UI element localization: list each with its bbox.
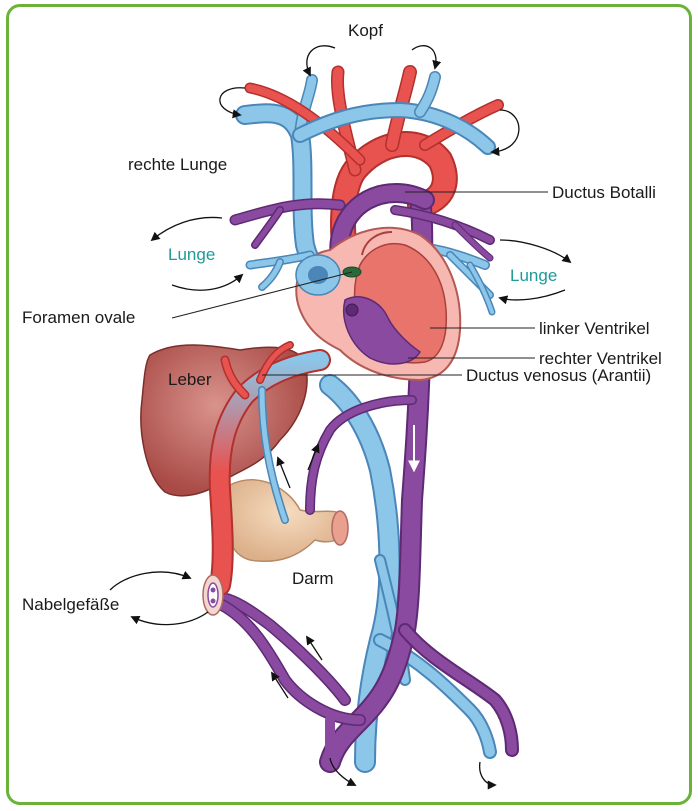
label-ductus-venosus: Ductus venosus (Arantii): [466, 367, 651, 384]
label-rechter-ventrikel: rechter Ventrikel: [539, 350, 662, 367]
label-ductus-botalli: Ductus Botalli: [552, 184, 656, 201]
label-darm: Darm: [292, 570, 334, 587]
label-linker-ventrikel: linker Ventrikel: [539, 320, 650, 337]
label-lunge-left: Lunge: [168, 246, 215, 263]
label-lunge-right: Lunge: [510, 267, 557, 284]
umbilicus: [203, 575, 223, 615]
label-foramen-ovale: Foramen ovale: [22, 309, 135, 326]
label-leber: Leber: [168, 371, 211, 388]
label-nabelgefaesse: Nabelgefäße: [22, 596, 119, 613]
label-kopf: Kopf: [348, 22, 383, 39]
label-rechte-lunge: rechte Lunge: [128, 156, 227, 173]
